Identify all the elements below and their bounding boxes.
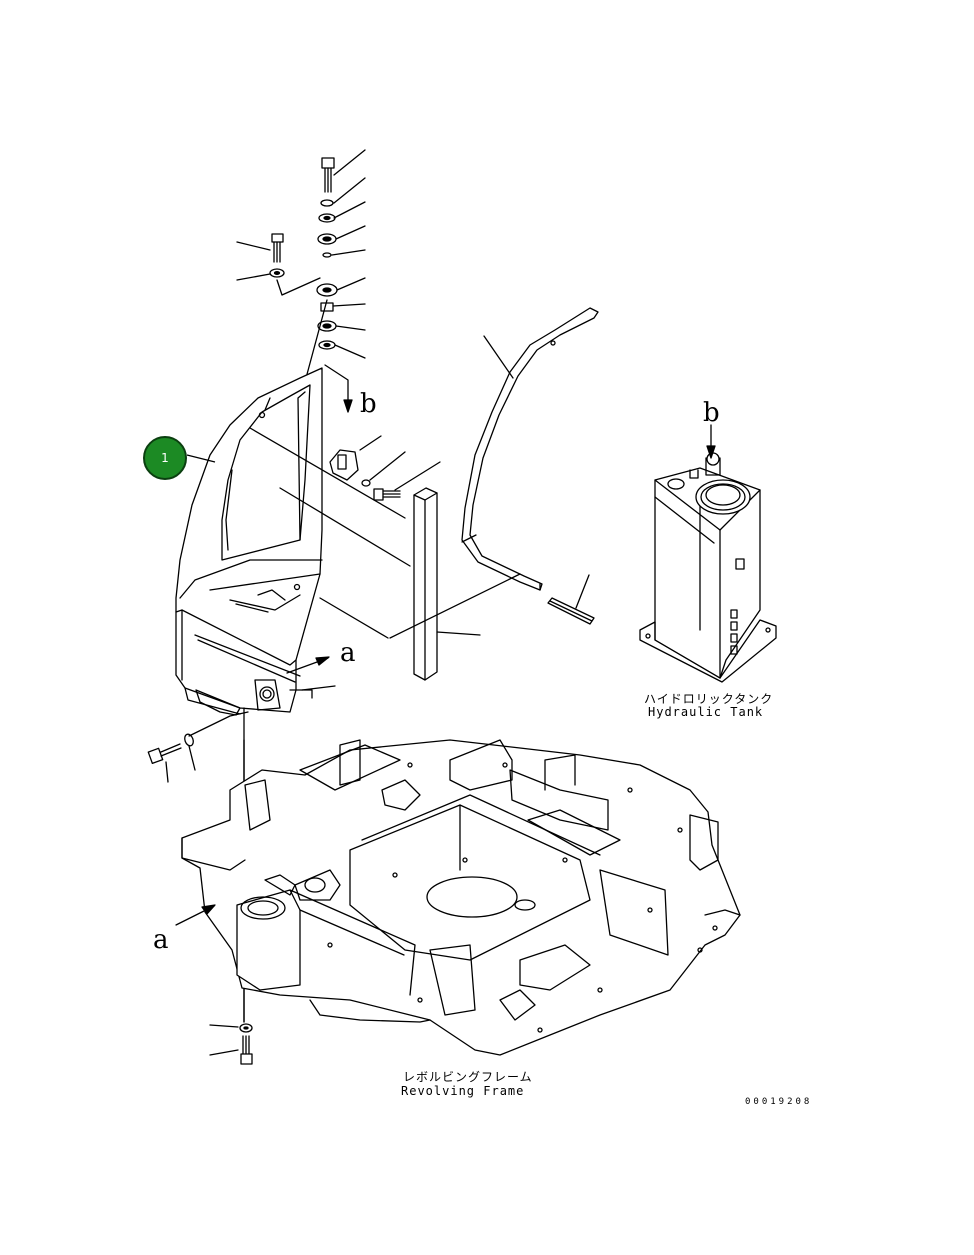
revolving-frame bbox=[181, 739, 741, 1056]
lower-left-bolt bbox=[147, 711, 249, 783]
part-callout-1[interactable]: 1 bbox=[143, 436, 187, 480]
bottom-fasteners bbox=[209, 1023, 253, 1065]
drawing-number: 00019208 bbox=[745, 1097, 813, 1107]
arrow-icon bbox=[706, 424, 716, 459]
hydraulic-tank-label-en: Hydraulic Tank bbox=[648, 705, 764, 719]
arrow-icon bbox=[175, 904, 216, 926]
revolving-frame-label-en: Revolving Frame bbox=[401, 1084, 525, 1098]
hydraulic-tank-label-jp: ハイドロリックタンク bbox=[644, 692, 774, 706]
bolt-icon bbox=[321, 157, 335, 193]
revolving-frame-label-jp: レボルビングフレーム bbox=[403, 1070, 533, 1084]
ref-a-right: a bbox=[340, 638, 356, 668]
small-seal bbox=[547, 574, 595, 625]
nut-icon bbox=[320, 302, 334, 312]
callout-number: 1 bbox=[161, 451, 169, 465]
arrow-icon bbox=[286, 656, 330, 674]
hydraulic-tank bbox=[639, 452, 777, 683]
tank-cover bbox=[175, 367, 336, 716]
left-bolt-pair bbox=[236, 233, 321, 296]
clip-bolt bbox=[329, 435, 441, 501]
trim-strip bbox=[319, 307, 599, 639]
ref-b-tank: b bbox=[703, 398, 720, 428]
arrow-icon bbox=[324, 364, 353, 413]
washer-icon bbox=[320, 199, 334, 207]
ref-b-top: b bbox=[360, 389, 377, 419]
ref-a-left: a bbox=[153, 925, 169, 955]
seal-strip bbox=[413, 487, 481, 681]
top-fastener-stack bbox=[305, 149, 366, 379]
washer-icon bbox=[322, 252, 332, 258]
